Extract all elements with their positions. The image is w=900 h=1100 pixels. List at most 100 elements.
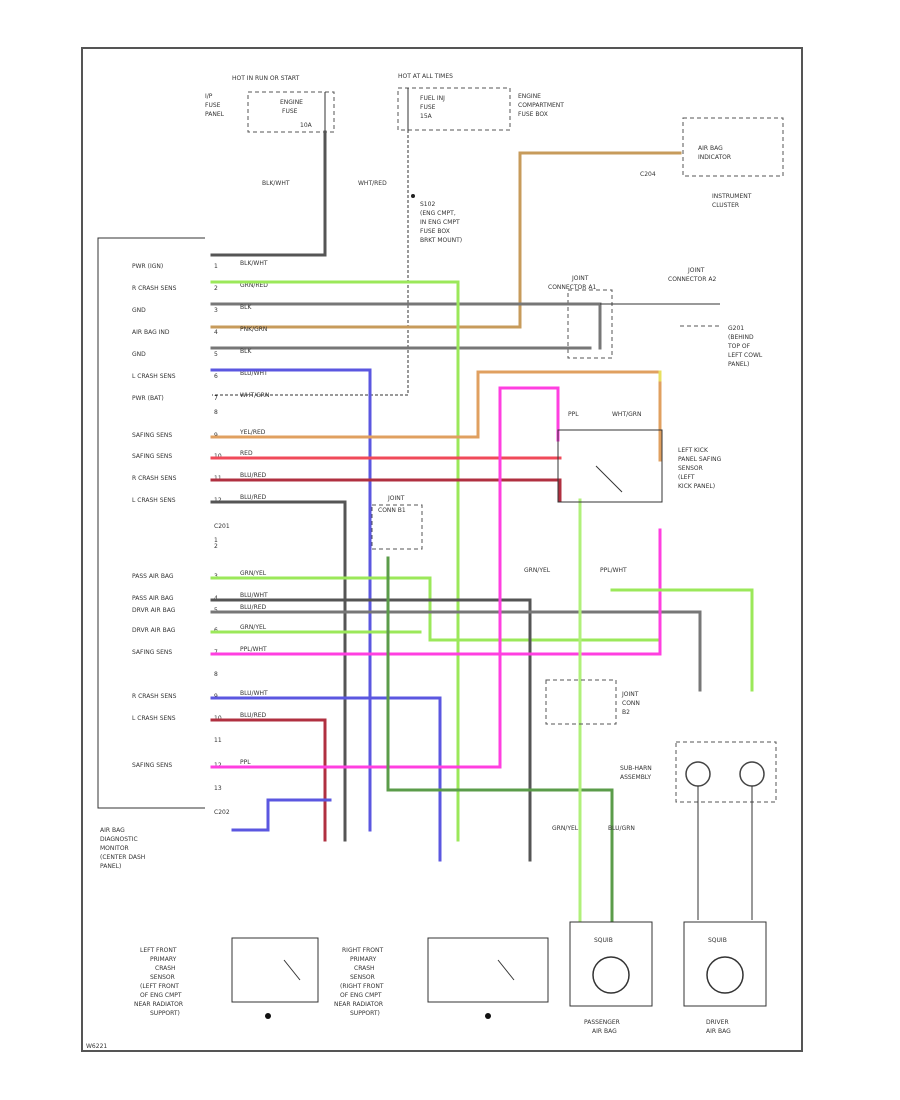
- module-pin-number: 8: [214, 671, 218, 678]
- module-pin-function: L CRASH SENS: [132, 715, 176, 722]
- module-pin-function: L CRASH SENS: [132, 497, 176, 504]
- splice-label: S102 (ENG CMPT, IN ENG CMPT FUSE BOX BRK…: [420, 201, 462, 244]
- svg-text:PANEL): PANEL): [728, 361, 749, 368]
- svg-text:JOINT: JOINT: [571, 275, 589, 282]
- wire-color-label: WHT/GRN: [240, 392, 269, 399]
- svg-text:PRIMARY: PRIMARY: [350, 956, 377, 963]
- module-pin-function: PASS AIR BAG: [132, 573, 174, 580]
- wire-color-label: BLK/WHT: [240, 260, 268, 267]
- svg-text:HOT IN RUN OR START: HOT IN RUN OR START: [232, 75, 300, 82]
- wire-color-label: PNK/GRN: [240, 326, 267, 333]
- wire-color-label: RED: [240, 450, 253, 457]
- ground-label: G201 (BEHIND TOP OF LEFT COWL PANEL): [727, 325, 763, 368]
- svg-text:15A: 15A: [420, 113, 433, 120]
- svg-text:KICK PANEL): KICK PANEL): [678, 483, 715, 490]
- svg-text:OF ENG CMPT: OF ENG CMPT: [140, 992, 182, 999]
- svg-text:G201: G201: [728, 325, 744, 332]
- module-pin-function: SAFING SENS: [132, 432, 172, 439]
- svg-text:RIGHT FRONT: RIGHT FRONT: [342, 947, 384, 954]
- wire-color-label: BLU/RED: [240, 472, 267, 479]
- module-pin-function: PWR (IGN): [132, 263, 163, 270]
- wire-color-label: BLK: [240, 348, 252, 355]
- svg-text:AIR BAG: AIR BAG: [100, 827, 125, 834]
- fuse-block-left: HOT IN RUN OR START I/P FUSE PANEL ENGIN…: [205, 75, 335, 133]
- svg-text:FUSE: FUSE: [282, 108, 298, 115]
- svg-text:CRASH: CRASH: [155, 965, 176, 972]
- module-pin-number: 2: [214, 285, 218, 292]
- svg-text:B2: B2: [622, 709, 630, 716]
- svg-text:JOINT: JOINT: [621, 691, 639, 698]
- wire-color-label: BLU/WHT: [240, 592, 268, 599]
- wire-color-label: BLU/RED: [240, 604, 267, 611]
- svg-text:TOP OF: TOP OF: [727, 343, 751, 350]
- svg-text:CONNECTOR A2: CONNECTOR A2: [668, 276, 716, 283]
- svg-text:SUPPORT): SUPPORT): [150, 1010, 180, 1017]
- svg-text:COMPARTMENT: COMPARTMENT: [518, 102, 564, 109]
- svg-text:PANEL SAFING: PANEL SAFING: [678, 456, 722, 463]
- svg-text:NEAR RADIATOR: NEAR RADIATOR: [134, 1001, 183, 1008]
- svg-text:FUSE: FUSE: [205, 102, 221, 109]
- svg-text:AIR BAG: AIR BAG: [706, 1028, 731, 1035]
- svg-text:LEFT KICK: LEFT KICK: [678, 447, 709, 454]
- module-pin-function: PASS AIR BAG: [132, 595, 174, 602]
- svg-text:(ENG CMPT,: (ENG CMPT,: [420, 210, 456, 217]
- svg-text:(BEHIND: (BEHIND: [728, 334, 754, 341]
- svg-text:PASSENGER: PASSENGER: [584, 1019, 620, 1026]
- svg-text:SQUIB: SQUIB: [594, 937, 613, 944]
- svg-text:ENGINE: ENGINE: [280, 99, 303, 106]
- svg-text:BLK/WHT: BLK/WHT: [262, 180, 290, 187]
- module-pin-function: L CRASH SENS: [132, 373, 176, 380]
- svg-text:FUSE: FUSE: [420, 104, 436, 111]
- passenger-airbag: [569, 921, 653, 1007]
- module-pin-list: PWR (IGN) 1 BLK/WHT R CRASH SENS 2 GRN/RED GND…: [132, 260, 269, 792]
- svg-text:FUSE BOX: FUSE BOX: [420, 228, 450, 235]
- svg-text:INDICATOR: INDICATOR: [698, 154, 731, 161]
- joint-connector-b2: [545, 679, 617, 725]
- module-pin-number: 1: [214, 537, 218, 544]
- wire-color-label: BLU/RED: [240, 712, 267, 719]
- svg-text:AIR BAG: AIR BAG: [698, 145, 723, 152]
- module-pin-number: 3: [214, 307, 218, 314]
- svg-text:BLU/GRN: BLU/GRN: [608, 825, 635, 832]
- wire-color-label: GRN/RED: [240, 282, 268, 289]
- left-sensor-label: LEFT FRONT PRIMARY CRASH SENSOR (LEFT FR…: [134, 947, 183, 1017]
- module-pin-function: GND: [132, 307, 146, 314]
- module-pin-number: 4: [214, 329, 218, 336]
- wire-color-label: PPL/WHT: [240, 646, 267, 653]
- safing-sensor-label: LEFT KICK PANEL SAFING SENSOR (LEFT KICK…: [678, 447, 722, 490]
- svg-text:LEFT FRONT: LEFT FRONT: [140, 947, 177, 954]
- module-pin-number: 7: [214, 395, 218, 402]
- wire-color-label: BLU/RED: [240, 494, 267, 501]
- svg-text:GRN/YEL: GRN/YEL: [552, 825, 579, 832]
- svg-text:(LEFT: (LEFT: [678, 474, 695, 481]
- svg-text:(CENTER DASH: (CENTER DASH: [100, 854, 145, 861]
- svg-text:FUSE BOX: FUSE BOX: [518, 111, 548, 118]
- svg-text:PPL/WHT: PPL/WHT: [600, 567, 627, 574]
- svg-text:WHT/RED: WHT/RED: [358, 180, 387, 187]
- left-front-crash-sensor: [231, 937, 319, 1003]
- module-pin-number: 8: [214, 409, 218, 416]
- svg-text:SQUIB: SQUIB: [708, 937, 727, 944]
- module-pin-function: GND: [132, 351, 146, 358]
- module-label: AIR BAG DIAGNOSTIC MONITOR (CENTER DASH …: [100, 827, 145, 870]
- svg-text:CLUSTER: CLUSTER: [712, 202, 739, 209]
- svg-text:CONNECTOR A1: CONNECTOR A1: [548, 284, 596, 291]
- svg-text:C202: C202: [214, 809, 230, 816]
- module-pin-number: 1: [214, 263, 218, 270]
- module-pin-number: 6: [214, 373, 218, 380]
- svg-text:DRIVER: DRIVER: [706, 1019, 729, 1026]
- svg-text:SENSOR: SENSOR: [150, 974, 175, 981]
- module-pin-function: SAFING SENS: [132, 453, 172, 460]
- svg-text:NEAR RADIATOR: NEAR RADIATOR: [334, 1001, 383, 1008]
- svg-text:C201: C201: [214, 523, 230, 530]
- svg-text:GRN/YEL: GRN/YEL: [524, 567, 551, 574]
- wire-color-label: YEL/RED: [239, 429, 266, 436]
- module-pin-function: R CRASH SENS: [132, 693, 177, 700]
- module-pin-function: R CRASH SENS: [132, 285, 177, 292]
- svg-text:INSTRUMENT: INSTRUMENT: [712, 193, 752, 200]
- svg-text:CRASH: CRASH: [354, 965, 375, 972]
- svg-text:PANEL): PANEL): [100, 863, 121, 870]
- svg-text:JOINT: JOINT: [687, 267, 705, 274]
- module-pin-function: AIR BAG IND: [132, 329, 170, 336]
